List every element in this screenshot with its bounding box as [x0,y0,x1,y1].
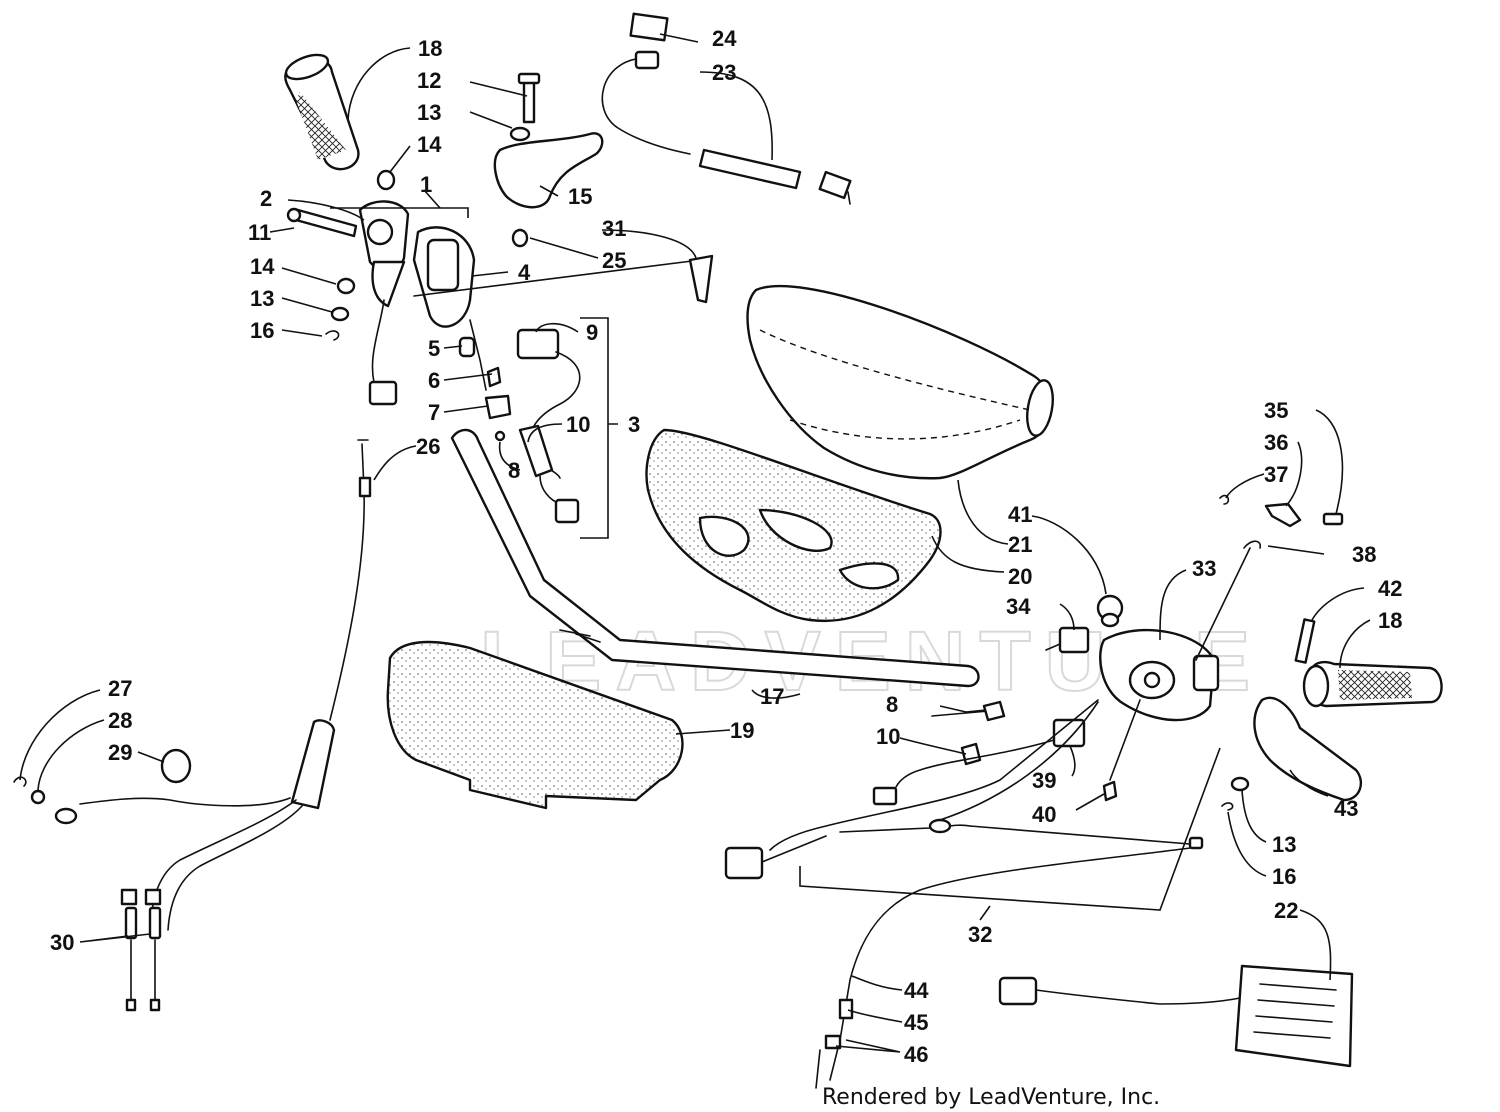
callout-2: 2 [260,186,272,211]
kill-switch-wiring-part [458,319,581,524]
callout-13-top: 13 [417,100,441,125]
callout-18-right: 18 [1378,608,1402,633]
callout-42: 42 [1378,576,1402,601]
callout-3: 3 [628,412,640,437]
callout-37: 37 [1264,462,1288,487]
callout-10-left: 10 [566,412,590,437]
callout-18-left: 18 [418,36,442,61]
callout-33: 33 [1192,556,1216,581]
callout-15: 15 [568,184,592,209]
control-pod-part [412,226,714,328]
callout-1: 1 [420,172,432,197]
callout-5: 5 [428,336,440,361]
callout-32: 32 [968,922,992,947]
crossbar-pad-21 [746,284,1054,480]
callout-31: 31 [602,216,626,241]
callout-28: 28 [108,708,132,733]
callout-8-left: 8 [508,458,520,483]
lower-cable-part [815,847,1191,1089]
left-small-hardware [325,277,356,341]
callout-46: 46 [904,1042,928,1067]
heater-element-part [998,964,1354,1068]
callout-25: 25 [602,248,626,273]
callout-14-top: 14 [417,132,442,157]
callout-11: 11 [248,220,271,245]
callout-8-right: 8 [886,692,898,717]
callout-29: 29 [108,740,132,765]
callout-7: 7 [428,400,440,425]
callout-30: 30 [50,930,74,955]
callout-6: 6 [428,368,440,393]
right-wiring-part [724,626,1204,880]
handlebar-pad-19 [386,640,684,810]
callout-41: 41 [1008,502,1032,527]
left-switch-housing-part [286,200,410,406]
callout-38: 38 [1352,542,1376,567]
callout-19: 19 [730,718,754,743]
left-grip-part [284,53,360,171]
callout-35: 35 [1264,398,1288,423]
callout-10-right: 10 [876,724,900,749]
callout-36: 36 [1264,430,1288,455]
callout-44: 44 [904,978,929,1003]
callout-20: 20 [1008,564,1032,589]
callout-39: 39 [1032,768,1056,793]
callout-16-left: 16 [250,318,274,343]
callout-9: 9 [586,320,598,345]
callout-21: 21 [1008,532,1032,557]
callout-45: 45 [904,1010,928,1035]
callout-13-left: 13 [250,286,274,311]
bolt-12-part [376,72,541,191]
callout-12: 12 [417,68,441,93]
callout-labels: 18 12 13 14 1 2 11 14 13 16 4 15 25 31 2… [50,26,1402,1067]
credit-text: Rendered by LeadVenture, Inc. [822,1085,1160,1110]
callout-26: 26 [416,434,440,459]
heater-harness-part [601,12,852,205]
throttle-lever-part [493,132,604,248]
callout-23: 23 [712,60,736,85]
callout-34: 34 [1006,594,1031,619]
callout-40: 40 [1032,802,1056,827]
right-grip-part [1221,618,1443,811]
leader-lines [19,33,1371,1053]
callout-17: 17 [760,684,784,709]
callout-43: 43 [1334,796,1358,821]
callout-22: 22 [1274,898,1298,923]
handlebar-part [450,428,980,688]
callout-27: 27 [108,676,132,701]
throttle-cable-part [13,439,372,1012]
crossbar-pad-20 [645,428,942,623]
callout-13-right: 13 [1272,832,1296,857]
right-housing-part [1096,594,1220,722]
callout-24: 24 [712,26,737,51]
right-hardware-35-38 [1195,494,1344,661]
callout-4: 4 [518,260,531,285]
callout-16-right: 16 [1272,864,1296,889]
callout-14-left: 14 [250,254,275,279]
